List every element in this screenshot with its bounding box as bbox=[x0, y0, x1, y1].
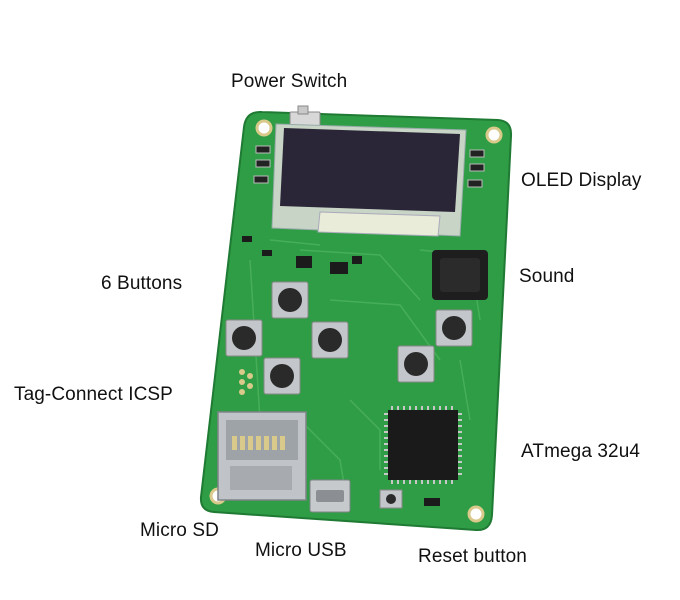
label-tag-connect-icsp: Tag-Connect ICSP bbox=[14, 384, 173, 405]
label-6-buttons: 6 Buttons bbox=[101, 273, 183, 294]
oled-screen bbox=[280, 128, 460, 212]
label-sound: Sound bbox=[519, 266, 575, 287]
tag-connect-pads bbox=[239, 369, 253, 395]
tact-button bbox=[397, 345, 435, 383]
mount-hole bbox=[485, 126, 503, 144]
label-reset-button: Reset button bbox=[418, 546, 527, 567]
tact-button bbox=[311, 321, 349, 359]
label-power-switch: Power Switch bbox=[231, 71, 348, 92]
atmega-chip bbox=[384, 406, 462, 484]
label-oled-display: OLED Display bbox=[521, 170, 642, 191]
mount-hole bbox=[467, 505, 485, 523]
label-micro-usb: Micro USB bbox=[255, 540, 347, 561]
label-micro-sd: Micro SD bbox=[140, 520, 219, 541]
mount-hole bbox=[255, 119, 273, 137]
tact-button bbox=[271, 281, 309, 319]
tact-button bbox=[435, 309, 473, 347]
buttons-group bbox=[225, 281, 473, 395]
label-atmega-32u4: ATmega 32u4 bbox=[521, 441, 641, 462]
tact-button bbox=[225, 319, 263, 357]
tact-button bbox=[263, 357, 301, 395]
